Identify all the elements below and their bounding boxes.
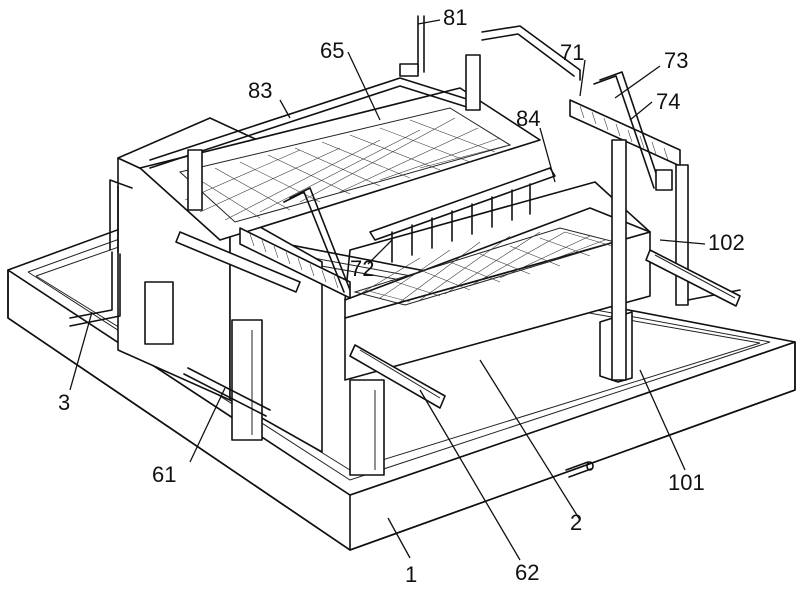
label-1: 1 <box>405 562 417 587</box>
label-102: 102 <box>708 230 745 255</box>
label-83: 83 <box>248 78 272 103</box>
label-61: 61 <box>152 462 176 487</box>
label-62: 62 <box>515 560 539 585</box>
label-74: 74 <box>656 89 680 114</box>
label-72: 72 <box>350 256 374 281</box>
label-2: 2 <box>570 510 582 535</box>
label-84: 84 <box>516 106 540 131</box>
label-81: 81 <box>443 5 467 30</box>
right-chute <box>646 250 740 306</box>
label-101: 101 <box>668 470 705 495</box>
label-65: 65 <box>320 38 344 63</box>
label-73: 73 <box>664 48 688 73</box>
label-71: 71 <box>560 40 584 65</box>
label-3: 3 <box>58 390 70 415</box>
